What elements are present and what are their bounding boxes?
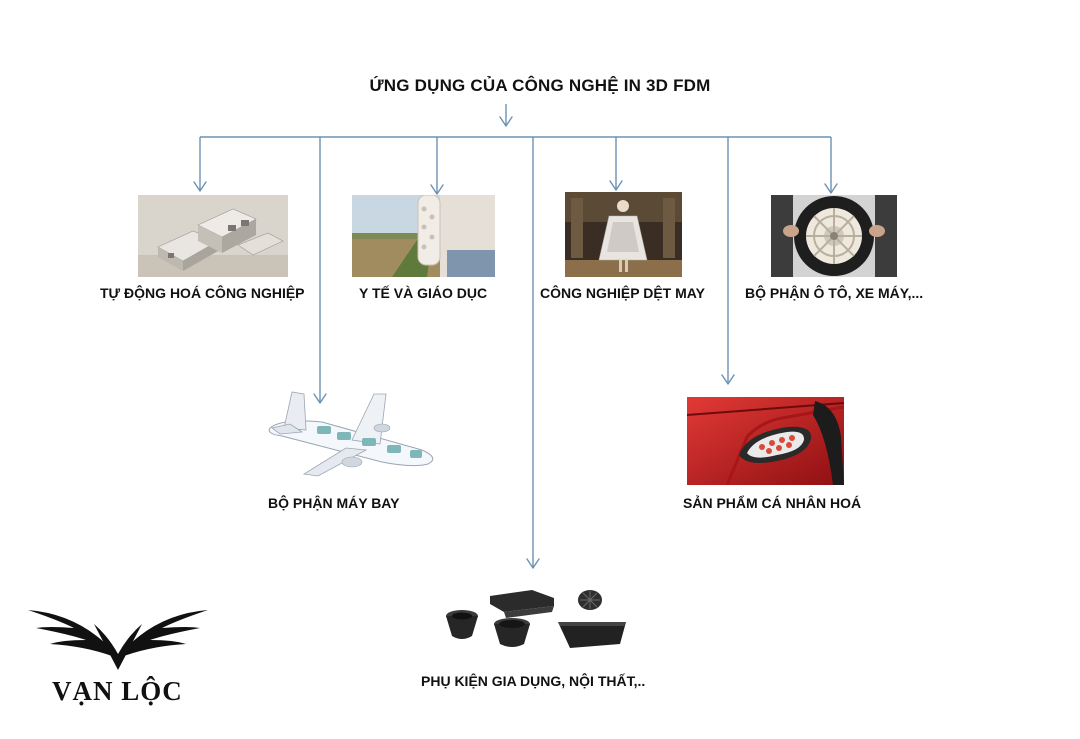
application-label-personalized: SẢN PHẨM CÁ NHÂN HOÁ xyxy=(683,495,862,511)
airplane-image xyxy=(262,388,442,480)
car-door-handle-image xyxy=(687,397,844,485)
application-label-aircraft: BỘ PHẬN MÁY BAY xyxy=(268,495,400,511)
branch-household-arrowhead xyxy=(526,558,540,569)
wheel-image xyxy=(771,195,897,277)
branch-personalized-arrowhead xyxy=(721,374,735,385)
application-label-automation: TỰ ĐỘNG HOÁ CÔNG NGHIỆP xyxy=(100,285,305,301)
logo-text: VẠN LỘC xyxy=(52,676,183,706)
household-parts-image xyxy=(440,582,632,652)
diagram-title: ỨNG DỤNG CỦA CÔNG NGHỆ IN 3D FDM xyxy=(369,76,711,95)
branch-aircraft-arrowhead xyxy=(313,393,327,404)
application-label-household: PHỤ KIỆN GIA DỤNG, NỘI THẤT,.. xyxy=(421,673,646,689)
branch-automation-arrowhead xyxy=(193,181,207,192)
application-label-textile: CÔNG NGHIỆP DỆT MAY xyxy=(540,285,705,301)
building-model-image xyxy=(138,195,288,277)
title-arrowhead xyxy=(499,116,513,127)
application-label-automotive: BỘ PHẬN Ô TÔ, XE MÁY,... xyxy=(745,285,924,301)
branch-textile-arrowhead xyxy=(609,180,623,191)
wings-logo-icon xyxy=(28,606,208,672)
application-label-medical: Y TẾ VÀ GIÁO DỤC xyxy=(359,285,488,301)
arm-cast-image xyxy=(352,195,495,277)
fashion-dress-image xyxy=(565,192,682,277)
branch-automotive-arrowhead xyxy=(824,183,838,194)
branch-medical-arrowhead xyxy=(430,184,444,195)
